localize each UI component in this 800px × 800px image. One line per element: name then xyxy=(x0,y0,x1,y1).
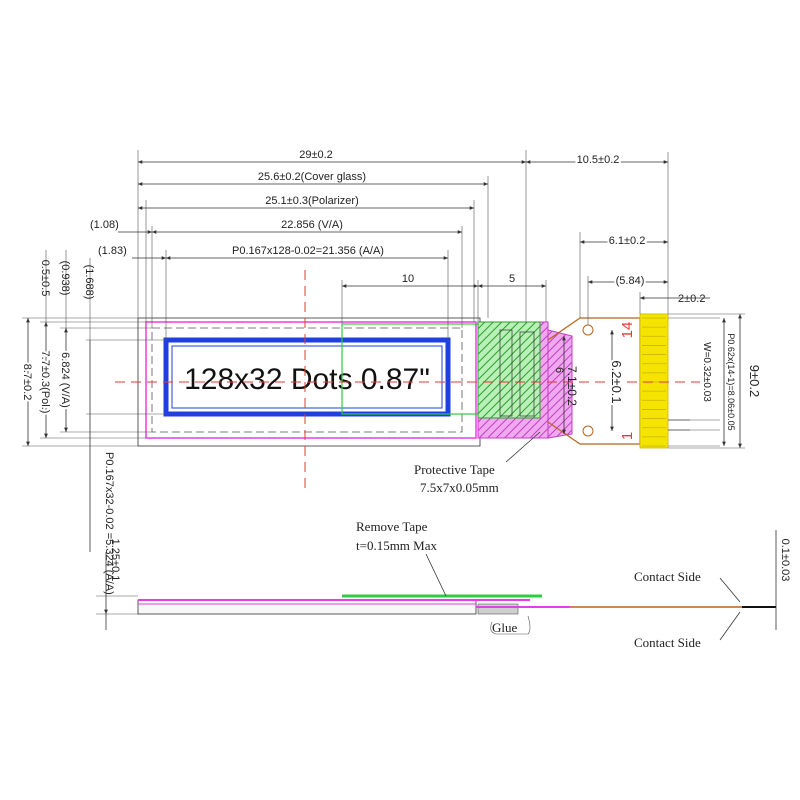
remove-tape-size: t=0.15mm Max xyxy=(356,538,437,553)
dim-6: 6 xyxy=(553,367,565,373)
dim-21-356: P0.167x128-0.02=21.356 (A/A) xyxy=(232,245,384,257)
contact-side-bottom: Contact Side xyxy=(634,635,701,650)
dim-0-1: 0.1±0.03 xyxy=(779,539,791,582)
panel-text: 128x32 Dots 0.87" xyxy=(184,363,430,396)
dim-7-7: 7.7±0.3(Pol.) xyxy=(39,351,51,414)
dim-pin-width: W=0.32±0.03 xyxy=(701,342,712,402)
tape-strip-1 xyxy=(499,329,513,417)
pin-1-label: 1 xyxy=(619,432,636,440)
dim-pitch: P0.62x(14-1)=8.06±0.05 xyxy=(726,333,736,430)
active-area-frame xyxy=(163,337,451,417)
dim-7-1: 7.1±0.2 xyxy=(565,366,579,406)
dim-10-5: 10.5±0.2 xyxy=(577,154,620,166)
dim-10: 10 xyxy=(402,273,414,285)
dim-1-83: (1.83) xyxy=(98,245,127,257)
dim-2: 2±0.2 xyxy=(678,293,705,305)
active-area-inner xyxy=(171,345,443,409)
dim-6-2: 6.2±0.1 xyxy=(609,360,624,403)
dim-8-7: 8.7±0.2 xyxy=(21,364,33,401)
remove-tape-title: Remove Tape xyxy=(356,519,428,534)
dim-25-1: 25.1±0.3(Polarizer) xyxy=(265,195,358,207)
protective-tape-size: 7.5x7x0.05mm xyxy=(420,480,499,495)
remove-tape-leader xyxy=(425,553,447,597)
protective-tape-title: Protective Tape xyxy=(414,462,495,477)
dim-9: 9±0.2 xyxy=(747,365,762,397)
tape-strip-2 xyxy=(519,331,535,417)
protective-tape-leader xyxy=(505,431,541,463)
dim-1-688: (1.688) xyxy=(83,265,95,300)
pin-14-label: 14 xyxy=(619,322,636,339)
contact-side-top: Contact Side xyxy=(634,569,701,584)
dim-6-824: 6.824 (V/A) xyxy=(59,352,71,408)
dim-0-938: (0.938) xyxy=(59,261,71,296)
viewing-area-outline xyxy=(151,327,463,433)
dim-22-856: 22.856 (V/A) xyxy=(281,219,343,231)
fpc-transition xyxy=(547,329,573,439)
side-glass-bottom xyxy=(137,599,477,615)
glue-leader xyxy=(490,615,531,635)
dim-6-1: 6.1±0.2 xyxy=(609,235,646,247)
contact-side-top-leader xyxy=(719,577,741,603)
dim-1-25: 1.25±0.1 xyxy=(109,539,121,582)
dim-5-84: (5.84) xyxy=(616,275,645,287)
side-glue xyxy=(477,603,519,615)
fpc-hole-bottom xyxy=(582,425,594,437)
protective-tape-green xyxy=(477,321,541,419)
fpc-hole-top xyxy=(582,324,594,336)
contact-side-bottom-leader xyxy=(719,611,741,641)
dim-25-6: 25.6±0.2(Cover glass) xyxy=(258,171,366,183)
dim-0-5: 0.5±0.5 xyxy=(39,260,51,297)
dim-1-08: (1.08) xyxy=(90,219,119,231)
glue-label: Glue xyxy=(492,620,518,635)
polarizer-outline xyxy=(145,321,477,439)
dim-5: 5 xyxy=(509,273,515,285)
dim-29: 29±0.2 xyxy=(299,149,333,161)
